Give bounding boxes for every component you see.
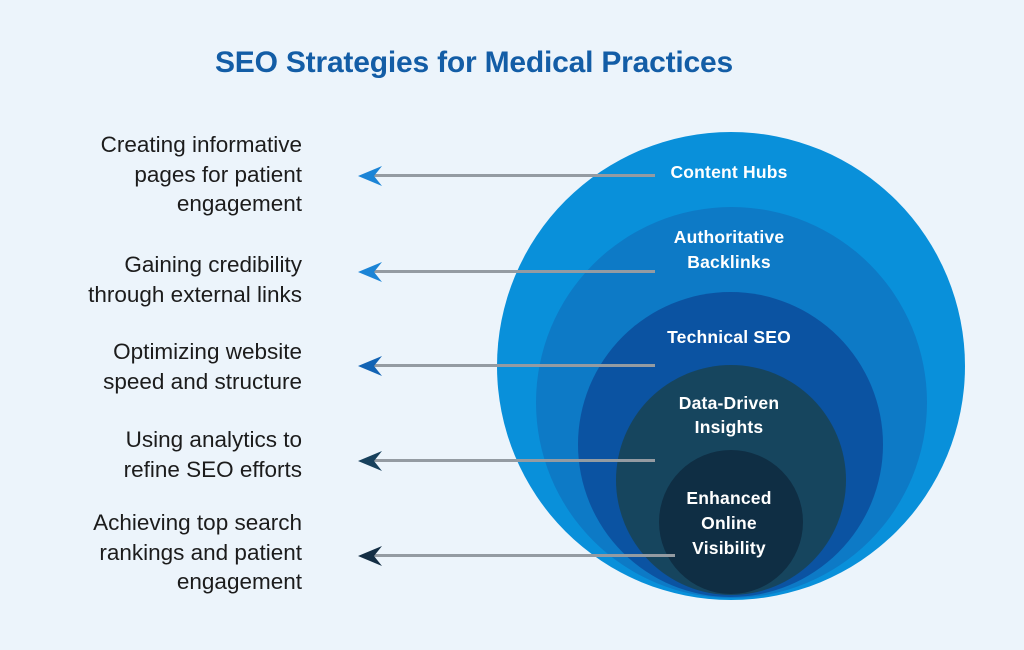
arrow-left-icon [358, 356, 382, 376]
arrow-line [374, 554, 675, 557]
item-label-achieving-top-rankings: Achieving top search rankings and patien… [93, 510, 302, 594]
arrow-line [374, 174, 655, 177]
arrow-line [374, 364, 655, 367]
arrow-connector-2 [358, 260, 655, 284]
arrow-line [374, 459, 655, 462]
page-title: SEO Strategies for Medical Practices [214, 46, 734, 79]
arrow-left-icon [358, 166, 382, 186]
arrow-left-icon [358, 262, 382, 282]
arrow-connector-4 [358, 449, 655, 473]
item-label-using-analytics: Using analytics to refine SEO efforts [123, 427, 302, 482]
arrow-line [374, 270, 655, 273]
ring-label-content-hubs: Content Hubs [670, 162, 788, 182]
ring-label-data-driven-insights: Data-Driven Insights [678, 393, 780, 437]
ring-enhanced-online-visibility [659, 450, 803, 594]
item-label-gaining-credibility: Gaining credibility through external lin… [88, 252, 302, 307]
arrow-connector-5 [358, 544, 675, 568]
ring-label-enhanced-online-visibility: Enhanced Online Visibility [686, 488, 772, 558]
item-label-creating-informative-pages: Creating informative pages for patient e… [100, 132, 302, 216]
arrow-left-icon [358, 546, 382, 566]
ring-label-technical-seo: Technical SEO [667, 327, 791, 347]
arrow-connector-1 [358, 164, 655, 188]
arrow-connector-3 [358, 354, 655, 378]
item-label-optimizing-website: Optimizing website speed and structure [103, 339, 302, 394]
arrow-left-icon [358, 451, 382, 471]
ring-label-authoritative-backlinks: Authoritative Backlinks [673, 227, 785, 272]
